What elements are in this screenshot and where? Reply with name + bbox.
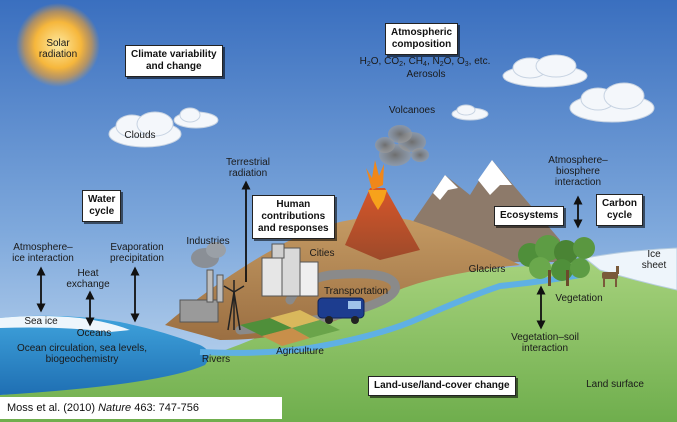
volcano-smoke xyxy=(375,125,429,166)
label-vegetation: Vegetation xyxy=(555,293,603,304)
cloud-icon xyxy=(108,111,182,148)
label-rivers: Rivers xyxy=(201,354,231,365)
citation: Moss et al. (2010) Nature 463: 747-756 xyxy=(0,397,282,419)
cloud-icon-right-3 xyxy=(451,104,489,121)
label-clouds: Clouds xyxy=(124,130,156,141)
cloud-icon-right-1 xyxy=(502,54,588,88)
forest xyxy=(518,235,595,286)
box-land-use: Land-use/land-cover change xyxy=(368,376,516,396)
cloud-icon-small xyxy=(173,107,219,129)
label-atmosphere-ice: Atmosphere–ice interaction xyxy=(12,242,74,264)
label-agriculture: Agriculture xyxy=(276,346,324,357)
deer-icon xyxy=(602,266,619,287)
interaction-arrows xyxy=(36,180,583,330)
sun-icon xyxy=(16,3,100,87)
label-greenhouse-gases: H2O, CO2, CH4, N2O, O3, etc. xyxy=(359,56,491,68)
label-ocean-circulation: Ocean circulation, sea levels,biogeochem… xyxy=(16,343,148,365)
ice-sheet xyxy=(583,247,677,291)
label-sea-ice: Sea ice xyxy=(24,316,58,327)
city-buildings xyxy=(261,243,319,297)
sea-ice-shelf xyxy=(0,316,130,332)
label-transportation: Transportation xyxy=(323,286,389,297)
label-oceans: Oceans xyxy=(76,328,112,339)
cloud-icon-right-2 xyxy=(569,82,655,123)
label-aerosols: Aerosols xyxy=(406,69,446,80)
agriculture-fields xyxy=(240,310,340,346)
factory xyxy=(179,242,226,323)
ocean xyxy=(0,315,209,395)
river xyxy=(199,272,581,356)
label-industries: Industries xyxy=(186,236,230,247)
volcano xyxy=(345,188,420,260)
label-cities: Cities xyxy=(309,248,335,259)
label-volcanoes: Volcanoes xyxy=(388,105,436,116)
box-ecosystems: Ecosystems xyxy=(494,206,565,226)
label-glaciers: Glaciers xyxy=(468,264,506,275)
van-icon xyxy=(317,297,365,324)
label-land-surface: Land surface xyxy=(586,379,644,390)
wind-turbine xyxy=(223,280,245,331)
